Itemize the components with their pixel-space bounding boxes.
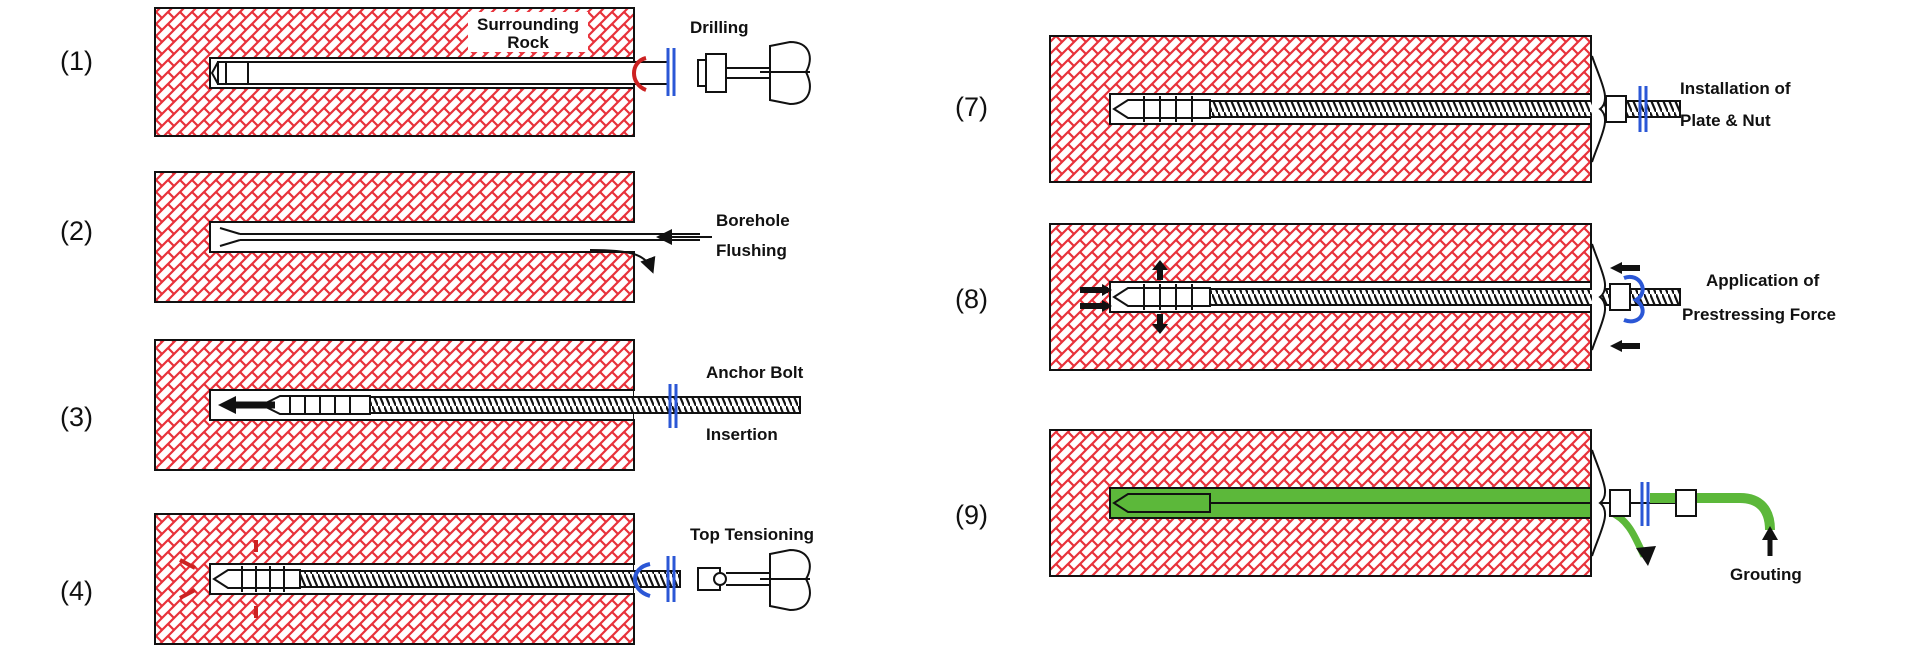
- nut: [1609, 489, 1631, 517]
- step-4-tensioning: (4) Top Tensioning: [60, 513, 814, 645]
- step-label-4: (4): [60, 576, 93, 606]
- step-1-drilling: (1) Surrounding Rock Drilling: [60, 7, 811, 137]
- step-2-caption-line1: Borehole: [716, 211, 790, 230]
- expansion-shell: [259, 395, 371, 415]
- step-8-caption-line1: Application of: [1706, 271, 1820, 290]
- step-9-grouting: (9) Grouting: [955, 429, 1802, 584]
- step-4-caption: Top Tensioning: [690, 525, 814, 544]
- bearing-plate: [1591, 243, 1606, 351]
- step-3-caption-line1: Anchor Bolt: [706, 363, 804, 382]
- nut: [1605, 95, 1627, 123]
- rotation-arrow-icon: [1623, 274, 1645, 324]
- grout-hose: [1650, 493, 1775, 531]
- step-8-prestress: (8) Application of Prestressing Force: [955, 223, 1836, 371]
- step-7-caption-line1: Installation of: [1680, 79, 1791, 98]
- threaded-bolt: [299, 570, 681, 588]
- step-label-3: (3): [60, 402, 93, 432]
- bearing-plate: [1591, 449, 1606, 557]
- bearing-plate: [1591, 55, 1606, 163]
- surrounding-rock-label-line1: Surrounding: [477, 15, 579, 34]
- outflow-arrow-icon: [589, 249, 656, 274]
- step-3-caption-line2: Insertion: [706, 425, 778, 444]
- borehole: [209, 221, 634, 253]
- step-label-1: (1): [60, 46, 93, 76]
- surrounding-rock-label-line2: Rock: [507, 33, 549, 52]
- step-3-insertion: (3) Anchor Bolt Insertion: [60, 339, 804, 471]
- step-8-caption-line2: Prestressing Force: [1682, 305, 1836, 324]
- step-9-caption: Grouting: [1730, 565, 1802, 584]
- expansion-shell: [1112, 493, 1211, 513]
- drill-rod: [217, 61, 669, 85]
- step-label-9: (9): [955, 500, 988, 530]
- nut: [1609, 283, 1631, 311]
- step-7-caption-line2: Plate & Nut: [1680, 111, 1771, 130]
- step-1-caption: Drilling: [690, 18, 749, 37]
- step-7-plate-nut: (7) Installation of Plate & Nut: [955, 35, 1791, 183]
- rotation-arrow-icon: [632, 56, 647, 92]
- step-2-flushing: (2) Borehole Flushing: [60, 171, 790, 303]
- step-label-8: (8): [955, 284, 988, 314]
- grout-coupling: [1675, 489, 1697, 517]
- rock-label-bg: [468, 12, 588, 52]
- threaded-bolt: [369, 396, 801, 414]
- step-2-caption-line2: Flushing: [716, 241, 787, 260]
- expansion-arrows-icon: [179, 540, 258, 618]
- outflow-arrow-icon: [1636, 546, 1656, 566]
- step-label-2: (2): [60, 216, 93, 246]
- expansion-shell: [1112, 99, 1211, 119]
- expansion-shell: [1112, 287, 1211, 307]
- rotation-arrow-icon: [633, 562, 651, 598]
- step-label-7: (7): [955, 92, 988, 122]
- drill-bit: [210, 61, 249, 85]
